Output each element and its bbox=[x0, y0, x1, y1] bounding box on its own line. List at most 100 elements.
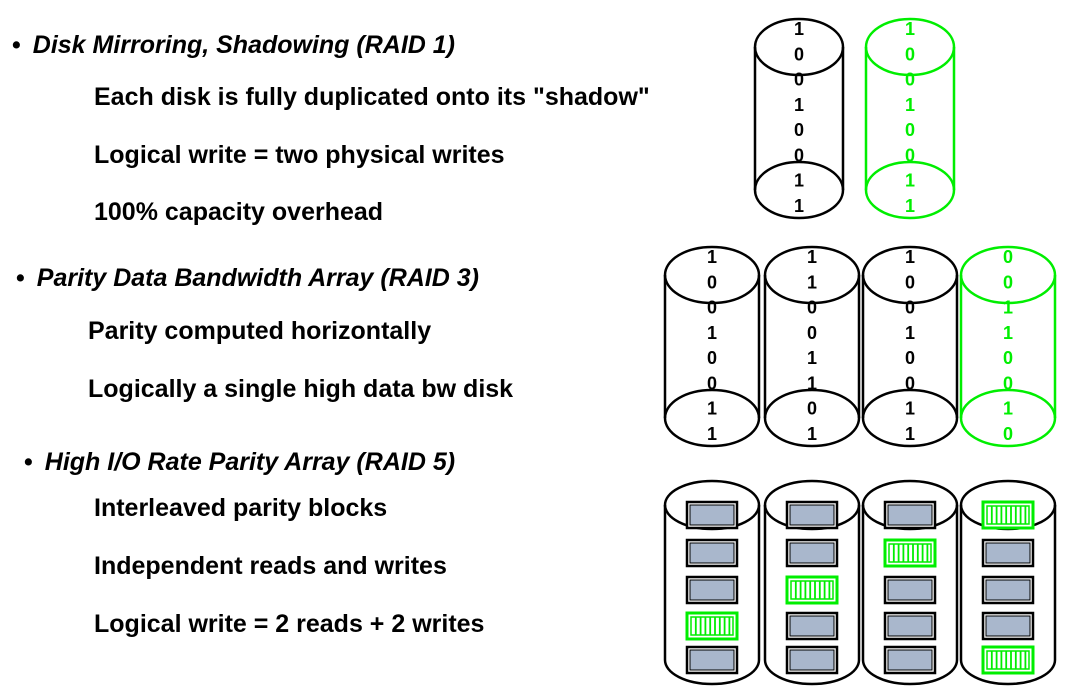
raid5-point-1: Interleaved parity blocks bbox=[94, 494, 388, 522]
data-block-fill bbox=[789, 542, 835, 564]
data-block-fill bbox=[689, 649, 735, 671]
raid5-disk bbox=[663, 479, 761, 686]
bit-label: 1 bbox=[707, 323, 717, 343]
bit-label: 0 bbox=[707, 373, 717, 393]
bit-label: 1 bbox=[1003, 399, 1013, 419]
bit-label: 1 bbox=[905, 399, 915, 419]
data-block-fill bbox=[689, 504, 735, 526]
raid3-data-disk: 1 1 0 0 1 1 0 1 bbox=[763, 245, 861, 448]
disk-top bbox=[753, 17, 845, 77]
disk-bottom bbox=[959, 388, 1057, 448]
bit-label: 0 bbox=[1003, 348, 1013, 368]
bit-label: 0 bbox=[1003, 247, 1013, 267]
bit-label: 1 bbox=[707, 247, 717, 267]
raid5-point-2: Independent reads and writes bbox=[94, 552, 447, 580]
raid5-heading: • High I/O Rate Parity Array (RAID 5) bbox=[24, 450, 455, 475]
data-block-fill bbox=[887, 579, 933, 601]
data-block-fill bbox=[689, 542, 735, 564]
bit-label: 0 bbox=[807, 298, 817, 318]
raid1-heading-text: Disk Mirroring, Shadowing (RAID 1) bbox=[32, 31, 456, 59]
bit-label: 0 bbox=[794, 145, 804, 165]
raid3-heading: • Parity Data Bandwidth Array (RAID 3) bbox=[16, 266, 479, 291]
raid1-point-1: Each disk is fully duplicated onto its "… bbox=[94, 83, 650, 111]
bit-label: 0 bbox=[707, 272, 717, 292]
data-block-fill bbox=[789, 504, 835, 526]
disk-bottom bbox=[663, 659, 761, 686]
bullet-dot: • bbox=[16, 264, 25, 292]
bit-label: 1 bbox=[807, 373, 817, 393]
raid3-parity-disk: 0 0 1 1 0 0 1 0 bbox=[959, 245, 1057, 448]
bit-label: 1 bbox=[794, 196, 804, 216]
bit-label: 0 bbox=[794, 120, 804, 140]
raid1-heading: • Disk Mirroring, Shadowing (RAID 1) bbox=[12, 33, 455, 58]
bit-label: 0 bbox=[905, 120, 915, 140]
raid5-point-3: Logical write = 2 reads + 2 writes bbox=[94, 610, 485, 638]
disk-top bbox=[763, 245, 861, 305]
disk-bottom bbox=[663, 388, 761, 448]
bit-label: 0 bbox=[807, 399, 817, 419]
parity-inner bbox=[790, 580, 834, 600]
raid1-point-3: 100% capacity overhead bbox=[94, 198, 384, 226]
data-block-fill bbox=[789, 649, 835, 671]
bit-label: 0 bbox=[905, 272, 915, 292]
disk-top bbox=[864, 17, 956, 77]
bit-label: 1 bbox=[807, 247, 817, 267]
data-block-fill bbox=[887, 615, 933, 637]
data-block-fill bbox=[689, 579, 735, 601]
bit-label: 0 bbox=[707, 298, 717, 318]
bit-label: 1 bbox=[905, 95, 915, 115]
bit-label: 1 bbox=[707, 424, 717, 444]
bit-label: 0 bbox=[905, 44, 915, 64]
bit-label: 1 bbox=[905, 171, 915, 191]
disk-top bbox=[663, 245, 761, 305]
bit-label: 0 bbox=[1003, 424, 1013, 444]
bit-label: 1 bbox=[807, 272, 817, 292]
raid3-point-1: Parity computed horizontally bbox=[88, 317, 432, 345]
bit-label: 1 bbox=[905, 196, 915, 216]
data-block-fill bbox=[985, 579, 1031, 601]
bit-label: 0 bbox=[1003, 373, 1013, 393]
bit-label: 1 bbox=[807, 348, 817, 368]
parity-inner bbox=[986, 505, 1030, 525]
bit-label: 0 bbox=[707, 348, 717, 368]
bullet-dot: • bbox=[24, 448, 33, 476]
data-block-fill bbox=[789, 615, 835, 637]
parity-inner bbox=[888, 543, 932, 563]
bit-label: 1 bbox=[905, 19, 915, 39]
parity-inner bbox=[986, 650, 1030, 670]
bit-label: 0 bbox=[905, 348, 915, 368]
parity-inner bbox=[690, 616, 734, 636]
raid5-disk bbox=[861, 479, 959, 686]
disk-bottom bbox=[864, 160, 956, 220]
bit-label: 1 bbox=[1003, 323, 1013, 343]
raid1-point-2: Logical write = two physical writes bbox=[94, 141, 505, 169]
bit-label: 1 bbox=[807, 424, 817, 444]
bit-label: 1 bbox=[1003, 298, 1013, 318]
bit-label: 1 bbox=[794, 95, 804, 115]
raid5-disk bbox=[959, 479, 1057, 686]
raid5-heading-text: High I/O Rate Parity Array (RAID 5) bbox=[44, 448, 456, 476]
bit-label: 0 bbox=[807, 323, 817, 343]
bullet-dot: • bbox=[12, 31, 21, 59]
data-block-fill bbox=[887, 504, 933, 526]
raid3-heading-text: Parity Data Bandwidth Array (RAID 3) bbox=[36, 264, 479, 292]
bit-label: 1 bbox=[794, 171, 804, 191]
bit-label: 0 bbox=[905, 145, 915, 165]
bit-label: 0 bbox=[794, 70, 804, 90]
disk-bottom bbox=[959, 659, 1057, 686]
disk-bottom bbox=[763, 659, 861, 686]
bit-label: 0 bbox=[1003, 272, 1013, 292]
data-block-fill bbox=[887, 649, 933, 671]
disk-bottom bbox=[763, 388, 861, 448]
disk-bottom bbox=[861, 388, 959, 448]
raid3-point-2: Logically a single high data bw disk bbox=[88, 375, 514, 403]
bit-label: 0 bbox=[905, 298, 915, 318]
bit-label: 1 bbox=[905, 247, 915, 267]
data-block-fill bbox=[985, 615, 1031, 637]
disk-bottom bbox=[861, 659, 959, 686]
